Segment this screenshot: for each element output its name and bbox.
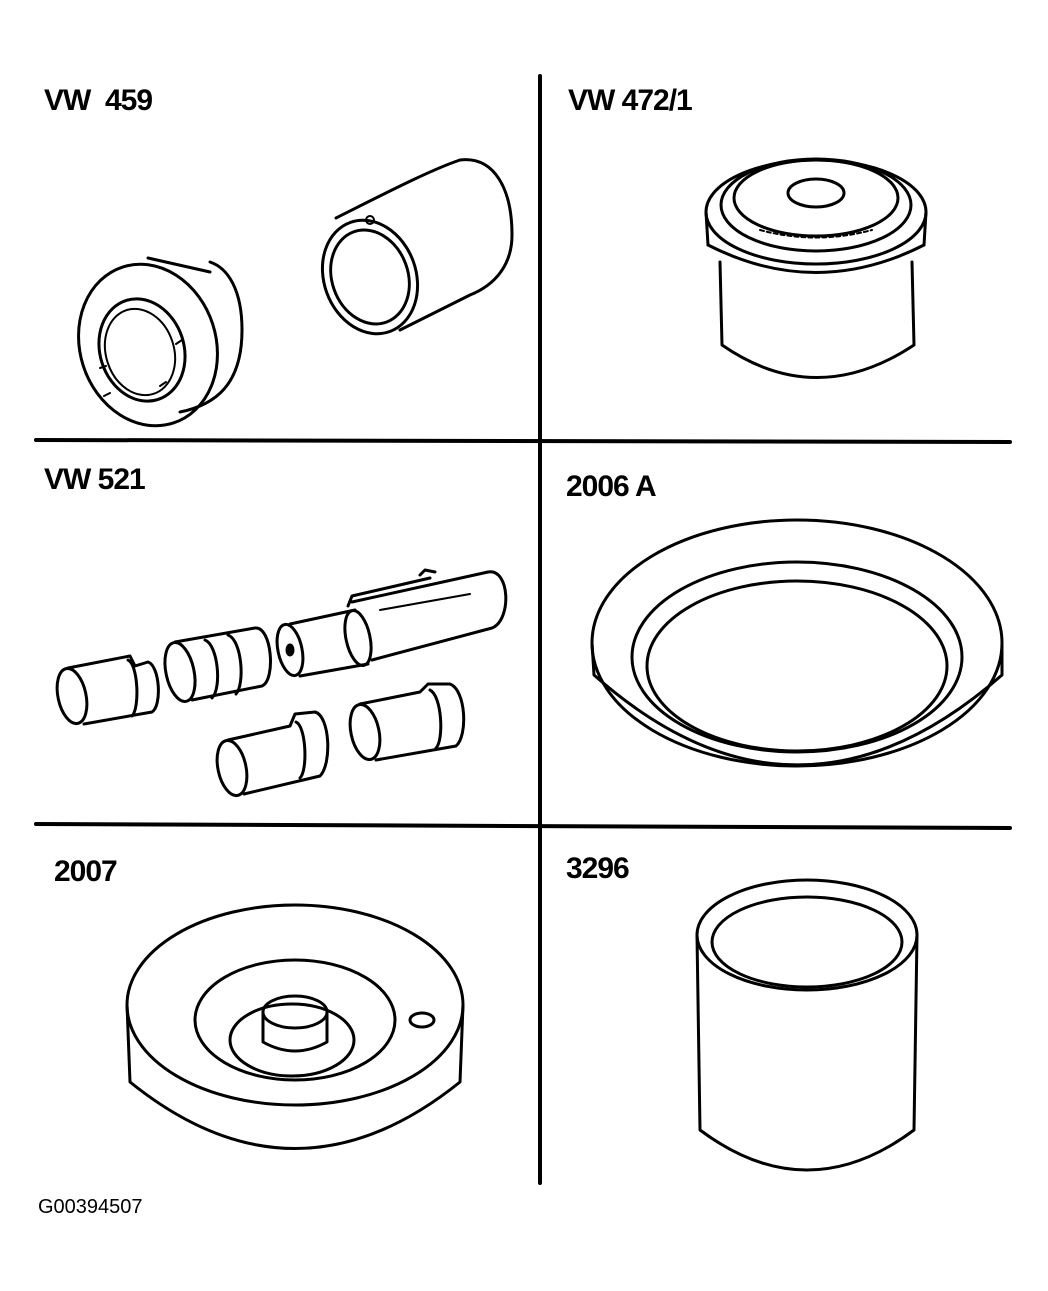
grid-lines <box>36 76 1010 1183</box>
tool-label-2006a: 2006 A <box>566 470 657 503</box>
tool-label-vw472: VW 472/1 <box>568 84 693 117</box>
tool-label-vw521: VW 521 <box>44 463 146 496</box>
tool-drawing-2007 <box>127 905 463 1149</box>
tool-label-2007: 2007 <box>54 855 118 888</box>
tool-label-3296: 3296 <box>566 852 630 885</box>
tool-label-vw459: VW 459 <box>44 84 153 117</box>
tool-drawing-3296 <box>697 880 917 1170</box>
tool-drawing-vw459 <box>58 160 512 444</box>
figure-id: G00394507 <box>38 1196 143 1218</box>
tool-drawing-2006a <box>592 520 1002 766</box>
tool-drawing-vw521 <box>52 570 505 798</box>
tool-drawing-vw472 <box>706 159 926 378</box>
